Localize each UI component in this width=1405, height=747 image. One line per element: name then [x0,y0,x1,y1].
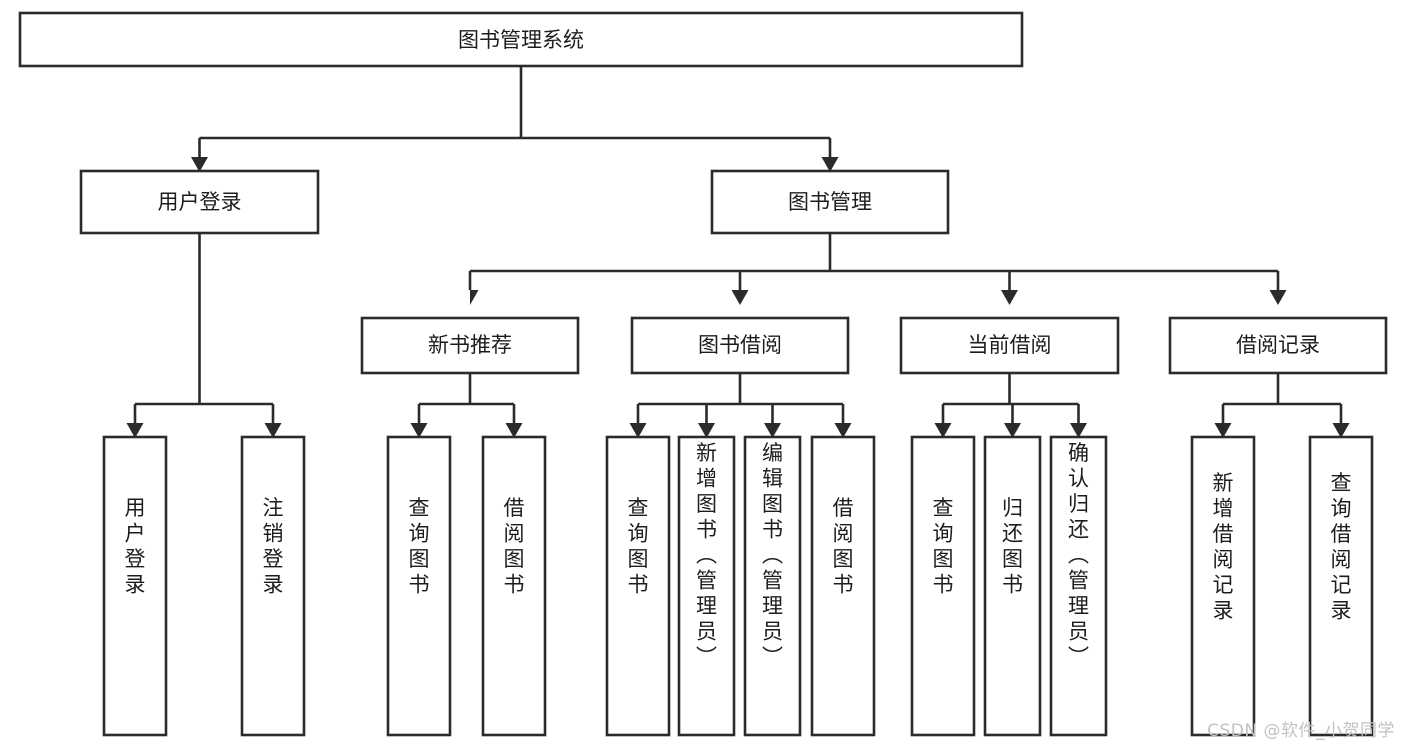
node-root-box[interactable] [18,11,1024,68]
leaf-node-query-book-a[interactable]: 查询图书 [386,435,452,737]
leaf-node-add-borrow-record-label: 新增借阅记录 [1213,471,1234,623]
arrow-down-icon [1001,290,1018,305]
leaf-node-query-book-c[interactable]: 查询图书 [910,435,976,737]
leaf-node-logout-box[interactable] [240,435,306,737]
leaf-node-user-login-box[interactable] [102,435,168,737]
leaf-node-return-book[interactable]: 归还图书 [983,435,1042,737]
arrow-down-icon [764,423,781,438]
node-current-borrow-label: 当前借阅 [968,333,1052,357]
leaf-node-query-book-b-label: 查询图书 [628,496,649,597]
node-new-book-recommend-box[interactable] [360,316,580,375]
node-book-borrow-label: 图书借阅 [698,333,782,357]
node-user-login-label: 用户登录 [158,190,242,214]
connector-layer [133,66,1343,423]
leaf-layer: 用户登录 注销登录 查询图书 借阅图书 查询图书 新增图书︵管理员︶ [102,435,1374,737]
node-root[interactable]: 图书管理系统 [18,11,1024,68]
leaf-node-borrow-book-a-box[interactable] [481,435,547,737]
node-root-label: 图书管理系统 [458,28,584,52]
arrow-down-icon [461,290,479,305]
arrow-down-icon [698,423,715,438]
arrow-down-icon [1269,290,1287,305]
connector-book-borrow-branch [636,373,845,423]
arrow-down-icon [191,157,208,172]
leaf-node-borrow-book-b-label: 借阅图书 [833,496,854,597]
leaf-node-confirm-return[interactable]: 确认归还︵管理员︶ [1049,435,1108,737]
leaf-node-borrow-book-a-label: 借阅图书 [504,496,525,597]
arrow-down-icon [731,290,749,305]
connector-user-login-branch [133,233,275,423]
leaf-node-edit-book-label: 编辑图书︵管理员︶ [762,441,783,669]
connector-new-book-branch [417,373,516,423]
leaf-node-query-book-a-label: 查询图书 [409,496,430,597]
leaf-node-query-book-c-label: 查询图书 [933,496,954,597]
node-borrow-record-box[interactable] [1168,316,1388,375]
arrow-down-icon [410,423,428,438]
node-book-borrow-box[interactable] [630,316,850,375]
node-new-book-recommend-label: 新书推荐 [428,333,512,357]
arrow-down-icon [629,423,647,438]
node-borrow-record[interactable]: 借阅记录 [1168,316,1388,375]
csdn-watermark: CSDN @软件_小贺同学 [1207,721,1395,741]
leaf-node-user-login-label: 用户登录 [125,496,146,597]
leaf-node-add-book-label: 新增图书︵管理员︶ [696,441,717,669]
node-new-book-recommend[interactable]: 新书推荐 [360,316,580,375]
arrowhead-layer [126,157,1350,438]
leaf-node-query-book-b[interactable]: 查询图书 [605,435,671,737]
connector-book-manage-trunk [468,233,1280,290]
arrow-down-icon [1214,423,1232,438]
node-book-manage[interactable]: 图书管理 [710,169,950,235]
leaf-node-return-book-box[interactable] [983,435,1042,737]
connector-current-borrow-branch [941,373,1080,423]
leaf-node-edit-book-box[interactable] [743,435,802,737]
leaf-node-return-book-label: 归还图书 [1002,496,1023,597]
connector-root-trunk [198,66,832,157]
arrow-down-icon [834,423,852,438]
connector-borrow-record-branch [1221,373,1343,423]
leaf-node-add-book[interactable]: 新增图书︵管理员︶ [677,435,736,737]
arrow-down-icon [1004,423,1021,438]
arrow-down-icon [505,423,523,438]
leaf-node-query-borrow-record-box[interactable] [1308,435,1374,737]
node-current-borrow-box[interactable] [899,316,1120,375]
leaf-node-query-book-b-box[interactable] [605,435,671,737]
node-user-login[interactable]: 用户登录 [79,169,320,235]
leaf-node-confirm-return-label: 确认归还︵管理员︶ [1068,441,1089,669]
leaf-node-add-borrow-record[interactable]: 新增借阅记录 [1190,435,1256,737]
leaf-node-edit-book[interactable]: 编辑图书︵管理员︶ [743,435,802,737]
leaf-node-confirm-return-box[interactable] [1049,435,1108,737]
leaf-node-borrow-book-b[interactable]: 借阅图书 [810,435,876,737]
node-borrow-record-label: 借阅记录 [1236,333,1320,357]
arrow-down-icon [821,157,839,172]
leaf-node-query-borrow-record-label: 查询借阅记录 [1331,471,1352,623]
arrow-down-icon [934,423,952,438]
arrow-down-icon [1070,423,1087,438]
node-user-login-box[interactable] [79,169,320,235]
node-book-manage-label: 图书管理 [788,190,872,214]
node-current-borrow[interactable]: 当前借阅 [899,316,1120,375]
node-book-manage-box[interactable] [710,169,950,235]
arrow-down-icon [1332,423,1350,438]
leaf-node-query-borrow-record[interactable]: 查询借阅记录 [1308,435,1374,737]
arrow-down-icon [264,423,282,438]
leaf-node-query-book-c-box[interactable] [910,435,976,737]
node-book-borrow[interactable]: 图书借阅 [630,316,850,375]
leaf-node-user-login[interactable]: 用户登录 [102,435,168,737]
leaf-node-borrow-book-b-box[interactable] [810,435,876,737]
leaf-node-query-book-a-box[interactable] [386,435,452,737]
leaf-node-add-book-box[interactable] [677,435,736,737]
leaf-node-add-borrow-record-box[interactable] [1190,435,1256,737]
leaf-node-borrow-book-a[interactable]: 借阅图书 [481,435,547,737]
arrow-down-icon [126,423,144,438]
leaf-node-logout-label: 注销登录 [263,496,284,597]
leaf-node-logout[interactable]: 注销登录 [240,435,306,737]
